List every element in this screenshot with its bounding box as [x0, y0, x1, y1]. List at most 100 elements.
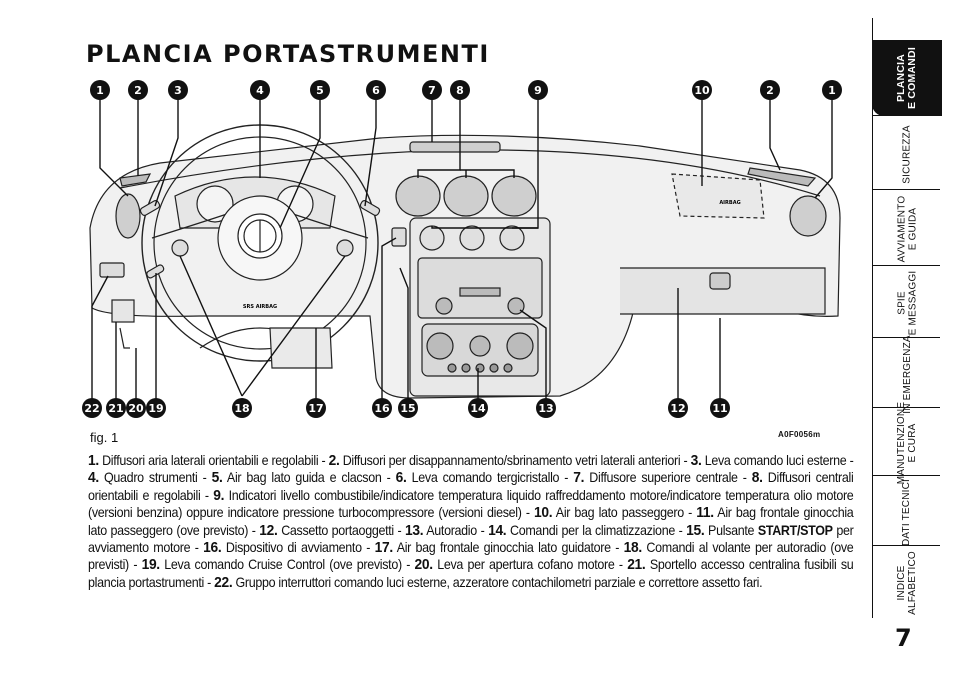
- top-callout-circle: [128, 80, 148, 100]
- top-callout-number: 5: [316, 84, 324, 97]
- bottom-callout-circle: [468, 398, 488, 418]
- top-callout-circle: [450, 80, 470, 100]
- legend-item: 13. Autoradio -: [405, 522, 489, 539]
- page-title: PLANCIA PORTASTRUMENTI: [86, 40, 490, 68]
- legend-item: 8. Diffusori centrali orientabili e rego…: [88, 469, 854, 503]
- top-callout-number: 10: [694, 84, 710, 97]
- bottom-callout-number: 17: [308, 402, 323, 415]
- legend-number: 18.: [623, 539, 643, 557]
- chapter-tab[interactable]: DATI TECNICI: [872, 478, 942, 546]
- legend-text: Leva comando tergicristallo -: [411, 470, 574, 486]
- right-wheel-control: [336, 239, 354, 257]
- top-callout-circle: [692, 80, 712, 100]
- figure-label: fig. 1: [90, 430, 119, 445]
- top-callout-circle: [760, 80, 780, 100]
- bottom-callout-number: 20: [128, 402, 144, 415]
- top-callout-number: 6: [372, 84, 380, 97]
- legend-text: Diffusori centrali orientabili e regolab…: [88, 470, 854, 503]
- legend-text: Air bag frontale ginocchia lato guidator…: [396, 540, 624, 556]
- chapter-tab[interactable]: SPIE E MESSAGGI: [872, 268, 942, 338]
- legend-text: Autoradio -: [426, 522, 489, 538]
- driver-knee-airbag: [269, 327, 333, 369]
- legend-number: 10.: [533, 504, 553, 522]
- chapter-tab-divider: [872, 545, 940, 546]
- legend-number: 22.: [214, 573, 233, 591]
- legend-item: 5. Air bag lato guida e clacson -: [211, 469, 396, 487]
- legend-text: Dispositivo di avviamento -: [225, 540, 375, 556]
- top-callout-circle: [90, 80, 110, 100]
- legend-number: 19.: [141, 556, 161, 574]
- legend-number: 5.: [211, 469, 223, 487]
- glovebox-handle: [709, 272, 731, 290]
- bottom-callout-circle: [668, 398, 688, 418]
- bottom-callout-number: 12: [670, 402, 685, 415]
- chapter-tab[interactable]: MANUTENZIONE E CURA: [872, 402, 942, 484]
- passenger-airbag-panel: [671, 173, 765, 219]
- legend-number: 21.: [627, 556, 646, 574]
- legend-item: 18. Comandi al volante per autoradio (ov…: [88, 539, 854, 572]
- chapter-tab-divider: [872, 337, 940, 338]
- legend-number: 3.: [690, 452, 702, 469]
- chapter-tab[interactable]: AVVIAMENTO E GUIDA: [872, 192, 942, 266]
- chapter-tab[interactable]: PLANCIA E COMANDI: [872, 40, 942, 116]
- legend-item: 10. Air bag lato passeggero -: [533, 504, 697, 522]
- top-callout-circle: [528, 80, 548, 100]
- dashboard-figure: SRS AIRBAG AIRBAG: [80, 78, 854, 440]
- legend-text: Leva comando Cruise Control (ove previst…: [164, 557, 415, 573]
- legend-item: 22. Gruppo interruttori comando luci est…: [214, 573, 762, 591]
- fuse-box-door: [111, 299, 135, 323]
- legend-item: 19. Leva comando Cruise Control (ove pre…: [141, 556, 415, 574]
- bottom-callout-number: 18: [234, 402, 249, 415]
- chapter-tab-divider: [872, 407, 940, 408]
- top-callout-number: 2: [134, 84, 142, 97]
- legend-text: Air bag lato passeggero -: [555, 505, 697, 521]
- legend-number: 9.: [213, 486, 225, 504]
- upper-central-vent: [409, 141, 501, 153]
- bottom-callout-circle: [106, 398, 126, 418]
- chapter-tab-divider: [872, 265, 940, 266]
- left-wheel-control: [171, 239, 189, 257]
- top-callout-circle: [822, 80, 842, 100]
- left-side-vent: [115, 193, 141, 239]
- legend-text: Quadro strumenti -: [104, 470, 212, 486]
- legend-text: Diffusore superiore centrale -: [589, 470, 752, 486]
- left-defrost-vent: [119, 173, 152, 187]
- legend-text: Diffusori per disappannamento/sbrinament…: [342, 453, 691, 468]
- legend-number: 17.: [374, 539, 394, 557]
- top-callout-number: 1: [828, 84, 836, 97]
- chapter-tab-label: MANUTENZIONE E CURA: [896, 401, 918, 485]
- top-callout-number: 4: [256, 84, 264, 97]
- legend-number: 14.: [488, 521, 507, 539]
- legend-number: 7.: [573, 469, 585, 487]
- top-callout-circle: [250, 80, 270, 100]
- bottom-callout-circle: [536, 398, 556, 418]
- bottom-callout-number: 11: [712, 402, 727, 415]
- top-callout-number: 1: [96, 84, 104, 97]
- top-callout-circle: [168, 80, 188, 100]
- bottom-callout-number: 22: [84, 402, 99, 415]
- legend-text: Comandi per la climatizzazione -: [509, 522, 687, 538]
- srs-airbag-label: SRS AIRBAG: [243, 304, 277, 310]
- glovebox-outline: [620, 267, 826, 315]
- legend-number: 1.: [88, 452, 99, 469]
- legend-strong: START/STOP: [757, 522, 833, 538]
- chapter-tab-divider: [872, 475, 940, 476]
- bottom-callout-number: 16: [374, 402, 390, 415]
- bottom-callout-number: 21: [108, 402, 123, 415]
- legend-item: 14. Comandi per la climatizzazione -: [488, 521, 687, 539]
- bottom-callout-circle: [146, 398, 166, 418]
- legend-text: Pulsante: [708, 522, 758, 538]
- chapter-tab[interactable]: INDICE ALFABETICO: [872, 548, 942, 618]
- chapter-tab-label: PLANCIA E COMANDI: [894, 47, 918, 109]
- bottom-callout-number: 19: [148, 402, 163, 415]
- chapter-tab[interactable]: SICUREZZA: [872, 118, 942, 190]
- chapter-tab[interactable]: IN EMERGENZA: [872, 335, 942, 414]
- chapter-tab-label: SICUREZZA: [901, 124, 913, 184]
- legend-number: 11.: [696, 504, 714, 522]
- legend-item: 11. Air bag frontale ginocchia lato pass…: [88, 504, 854, 537]
- legend-number: 6.: [395, 469, 407, 487]
- dashboard-illustration: SRS AIRBAG AIRBAG: [82, 80, 842, 418]
- legend-item: 2. Diffusori per disappannamento/sbrinam…: [329, 452, 691, 469]
- light-switch-group: [99, 262, 125, 278]
